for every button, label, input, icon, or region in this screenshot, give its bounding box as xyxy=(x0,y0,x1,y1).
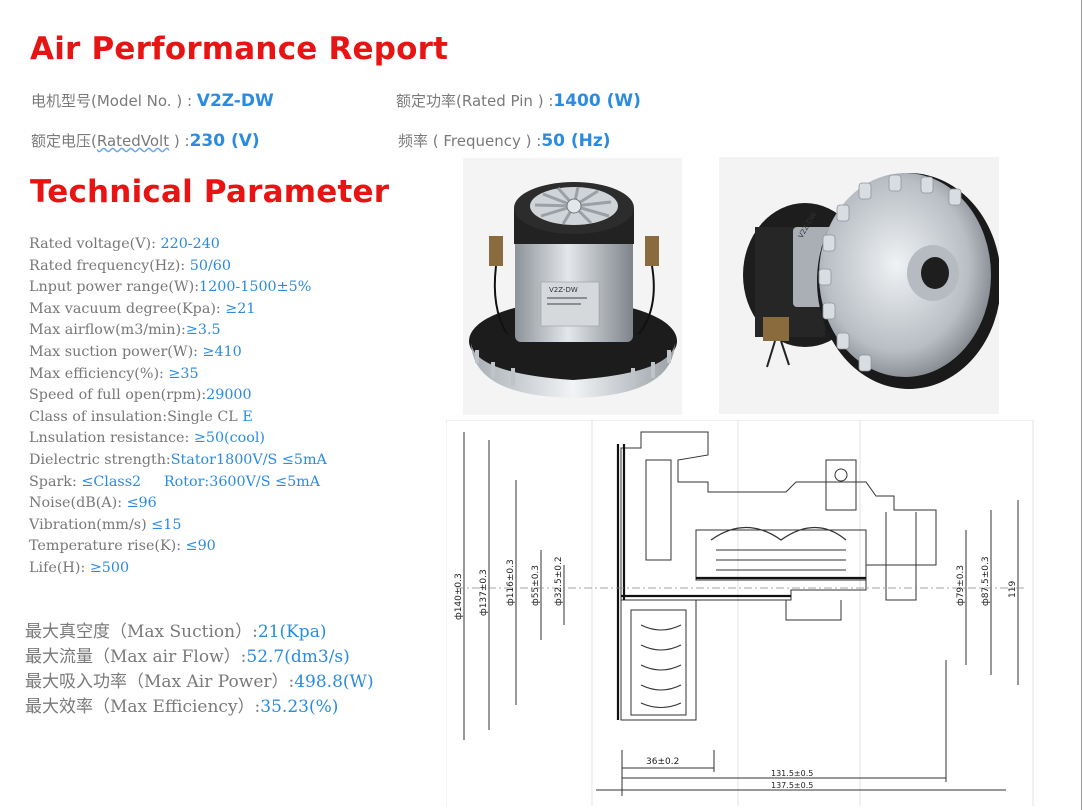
param-row: Max vacuum degree(Kpa): ≥21 xyxy=(29,299,327,321)
technical-parameter-title: Technical Parameter xyxy=(30,174,390,210)
motor-photo-front: V2Z-DW xyxy=(463,158,682,415)
power-label: 额定功率(Rated Pin ) : xyxy=(396,92,554,110)
param-label: Max airflow(m3/min): xyxy=(29,322,186,339)
param-row: Lnput power range(W):1200-1500±5% xyxy=(29,277,327,299)
power-value: 1400 (W) xyxy=(553,91,641,111)
param-value: ≤Class2 Rotor:3600V/S ≤5mA xyxy=(81,473,321,490)
power-spec: 额定功率(Rated Pin ) :1400 (W) xyxy=(396,90,641,111)
param-value: ≥500 xyxy=(89,559,130,576)
dim-116: ф116±0.3 xyxy=(506,559,516,606)
param-label: Max efficiency(%): xyxy=(29,365,169,382)
param-row: Vibration(mm/s) ≤15 xyxy=(29,515,327,537)
freq-spec: 频率 ( Frequency ) :50 (Hz) xyxy=(398,130,611,151)
param-row: Max airflow(m3/min):≥3.5 xyxy=(29,320,327,342)
volt-label-post: ) : xyxy=(169,132,190,150)
model-value: V2Z-DW xyxy=(196,91,274,111)
param-label: Rated frequency(Hz): xyxy=(29,257,190,274)
dim-137-5: 137.5±0.5 xyxy=(771,781,813,790)
dim-36: 36±0.2 xyxy=(646,757,679,767)
max-value: 52.7(dm3/s) xyxy=(246,647,350,667)
param-row: Lnsulation resistance: ≥50(cool) xyxy=(29,428,327,450)
param-label: Max vacuum degree(Kpa): xyxy=(29,300,226,317)
volt-value: 230 (V) xyxy=(189,131,260,151)
param-label: Noise(dB(A): xyxy=(29,495,127,512)
max-value: 498.8(W) xyxy=(294,672,374,692)
param-value: ≤90 xyxy=(185,538,216,555)
param-label: Temperature rise(K): xyxy=(29,538,186,555)
param-value: ≥35 xyxy=(168,365,199,382)
param-row: Max suction power(W): ≥410 xyxy=(29,342,327,364)
param-value: 1200-1500±5% xyxy=(199,279,312,296)
param-label: Rated voltage(V): xyxy=(29,236,161,252)
param-row: Max efficiency(%): ≥35 xyxy=(29,364,327,386)
motor-technical-drawing: ф140±0.3 ф137±0.3 ф116±0.3 ф55±0.3 ф32.5… xyxy=(446,420,1034,806)
param-label: Vibration(mm/s) xyxy=(29,516,152,533)
parameter-list: Rated voltage(V): 220-240 Rated frequenc… xyxy=(29,234,327,580)
volt-label-pre: 额定电压( xyxy=(31,132,97,150)
dim-79: ф79±0.3 xyxy=(956,565,966,606)
param-row: Spark: ≤Class2 Rotor:3600V/S ≤5mA xyxy=(29,472,327,494)
dim-131: 131.5±0.5 xyxy=(771,769,813,778)
param-value: 29000 xyxy=(206,387,252,404)
param-row: Dielectric strength:Stator1800V/S ≤5mA xyxy=(29,450,327,472)
max-label: 最大流量（Max air Flow）: xyxy=(25,647,247,667)
param-value: E xyxy=(242,408,253,425)
param-value: ≤15 xyxy=(151,516,182,533)
dim-140: ф140±0.3 xyxy=(454,573,464,620)
param-label: Class of insulation:Single CL xyxy=(29,408,243,425)
param-value: ≥21 xyxy=(225,300,256,317)
param-label: Spark: xyxy=(29,473,82,490)
freq-value: 50 (Hz) xyxy=(541,131,611,151)
volt-spec: 额定电压(RatedVolt ) :230 (V) xyxy=(31,130,260,151)
param-row: Speed of full open(rpm):29000 xyxy=(29,385,327,407)
param-row: Life(H): ≥500 xyxy=(29,558,327,580)
dim-119: 119 xyxy=(1008,581,1018,598)
max-value: 21(Kpa) xyxy=(257,622,327,642)
param-value: ≥50(cool) xyxy=(193,430,265,447)
drawing-grid xyxy=(446,420,1034,806)
motor-front-label: V2Z-DW xyxy=(549,286,578,294)
param-label: Max suction power(W): xyxy=(29,343,203,360)
dim-87: ф87.5±0.3 xyxy=(981,556,991,606)
motor-photo-side: V2Z-DW xyxy=(719,157,999,414)
param-value: ≥3.5 xyxy=(185,322,221,339)
max-label: 最大吸入功率（Max Air Power）: xyxy=(25,672,295,692)
param-value: 50/60 xyxy=(189,257,231,274)
max-row: 最大效率（Max Efficiency）:35.23(%) xyxy=(25,695,374,720)
param-value: Stator1800V/S ≤5mA xyxy=(170,451,327,468)
dim-137: ф137±0.3 xyxy=(479,569,489,616)
param-label: Speed of full open(rpm): xyxy=(29,387,207,404)
air-performance-title: Air Performance Report xyxy=(30,31,449,67)
max-label: 最大效率（Max Efficiency）: xyxy=(25,697,261,717)
max-value: 35.23(%) xyxy=(260,697,339,717)
max-row: 最大真空度（Max Suction）:21(Kpa) xyxy=(25,620,374,645)
param-label: Lnsulation resistance: xyxy=(29,430,194,447)
param-label: Life(H): xyxy=(29,559,90,576)
param-value: 220-240 xyxy=(160,236,220,252)
param-row: Rated voltage(V): 220-240 xyxy=(29,234,327,256)
dim-55: ф55±0.3 xyxy=(531,565,541,606)
max-label: 最大真空度（Max Suction）: xyxy=(25,622,258,642)
volt-label-link: RatedVolt xyxy=(96,132,170,150)
param-row: Noise(dB(A): ≤96 xyxy=(29,493,327,515)
freq-label: 频率 ( Frequency ) : xyxy=(398,132,542,150)
param-row: Class of insulation:Single CL E xyxy=(29,407,327,429)
dim-32: ф32.5±0.2 xyxy=(554,556,564,606)
param-value: ≥410 xyxy=(202,343,242,360)
max-values-list: 最大真空度（Max Suction）:21(Kpa) 最大流量（Max air … xyxy=(25,620,374,720)
param-label: Dielectric strength: xyxy=(29,451,171,468)
param-label: Lnput power range(W): xyxy=(29,279,200,296)
max-row: 最大流量（Max air Flow）:52.7(dm3/s) xyxy=(25,645,374,670)
right-frame-line xyxy=(1081,0,1082,810)
param-row: Rated frequency(Hz): 50/60 xyxy=(29,256,327,278)
param-row: Temperature rise(K): ≤90 xyxy=(29,536,327,558)
model-label: 电机型号(Model No. ) : xyxy=(31,92,197,110)
param-value: ≤96 xyxy=(126,495,157,512)
model-spec: 电机型号(Model No. ) : V2Z-DW xyxy=(31,90,274,111)
max-row: 最大吸入功率（Max Air Power）:498.8(W) xyxy=(25,670,374,695)
